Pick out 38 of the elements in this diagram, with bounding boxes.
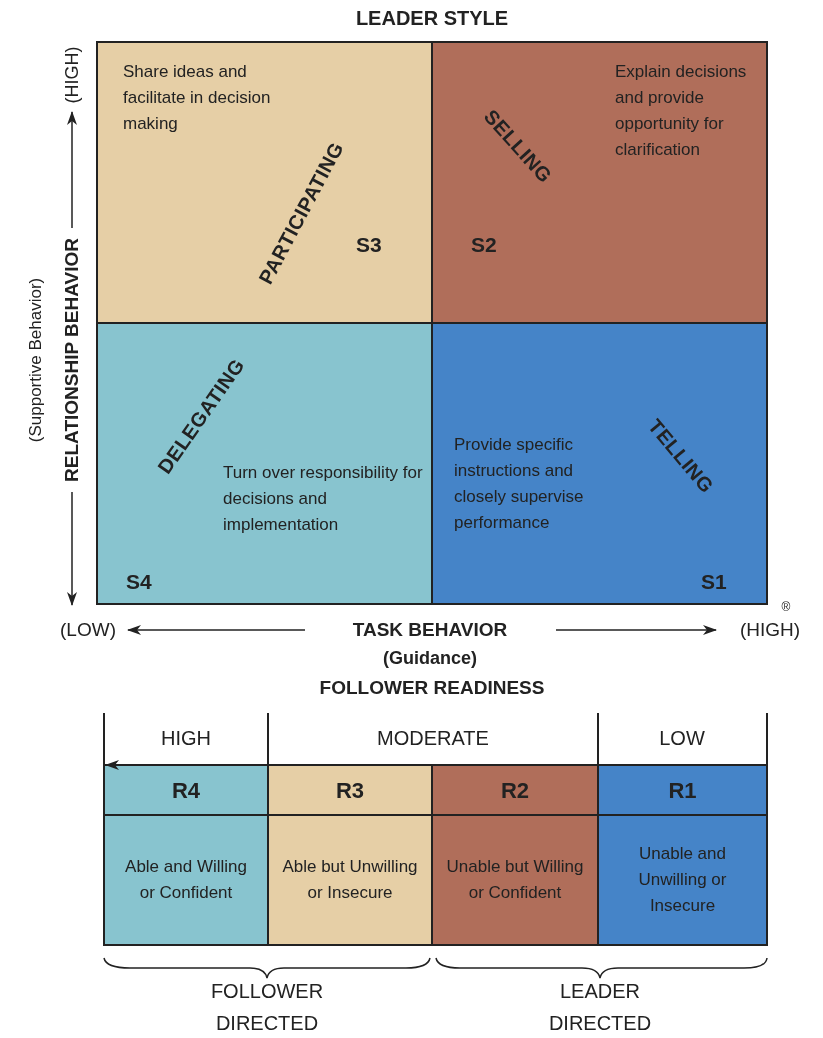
quadrant	[96, 322, 433, 605]
axis-label: FOLLOWER DIRECTED	[209, 979, 325, 1036]
readiness-level: R4	[171, 776, 201, 805]
readiness-level: R3	[335, 776, 365, 805]
readiness-column	[267, 764, 433, 946]
readiness-description: Unable but Willing or Confident	[445, 856, 585, 904]
readiness-column	[597, 764, 768, 946]
axis-label: (LOW)	[60, 617, 116, 642]
quadrant	[431, 41, 768, 324]
axis-label: LEADER DIRECTED	[547, 979, 653, 1036]
axis-label: HIGH	[161, 726, 211, 751]
axis-label: (HIGH)	[739, 617, 801, 642]
registered-mark: ®	[781, 599, 791, 616]
description: Share ideas and facilitate in decision making	[123, 61, 272, 135]
readiness-description: Unable and Unwilling or Insecure	[637, 843, 728, 917]
stage-code: S4	[126, 569, 152, 595]
quadrant	[431, 322, 768, 605]
stage-code: S3	[356, 232, 382, 258]
readiness-level: R1	[668, 776, 697, 805]
axis-label: MODERATE	[377, 726, 489, 751]
quadrant	[96, 41, 433, 324]
readiness-column	[103, 764, 269, 946]
axis-label: TASK BEHAVIOR	[352, 617, 508, 642]
axis-label: (Supportive Behavior)	[25, 277, 47, 443]
description: Provide specific instructions and closely supervise performance	[454, 434, 585, 534]
stage-code: S2	[471, 232, 497, 258]
axis-label: (HIGH)	[60, 46, 83, 104]
readiness-level: R2	[500, 776, 530, 805]
axis-label: (Guidance)	[383, 646, 477, 670]
description: Explain decisions and provide opportunity for clarification	[615, 61, 748, 161]
readiness-description: Able but Unwilling or Insecure	[281, 856, 419, 904]
stage-code: S1	[701, 569, 727, 595]
readiness-description: Able and Willing or Confident	[124, 856, 248, 904]
axis-label: RELATIONSHIP BEHAVIOR	[59, 238, 83, 482]
title: LEADER STYLE	[355, 6, 509, 31]
axis-label: LOW	[659, 726, 705, 751]
readiness-column	[431, 764, 599, 946]
axis-label: FOLLOWER READINESS	[319, 675, 545, 700]
